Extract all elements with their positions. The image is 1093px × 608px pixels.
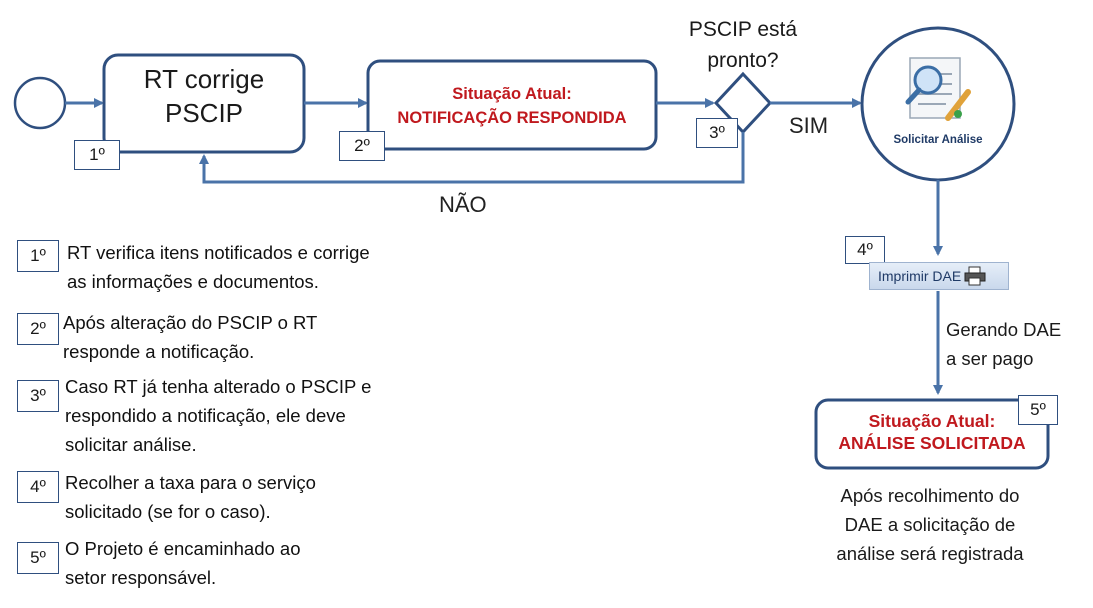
gateway-question: PSCIP está pronto? [683, 14, 803, 76]
dae-note: Gerando DAE a ser pago [946, 315, 1061, 373]
no-label: NÃO [439, 192, 487, 217]
legend-1-line1: RT verifica itens notificados e corrige [67, 242, 370, 263]
gateway-question-line1: PSCIP está [688, 18, 798, 41]
final-note-line3: análise será registrada [836, 543, 1024, 564]
legend-num-3: 3º [17, 380, 59, 412]
status1-box [366, 59, 658, 151]
legend-3-line2: respondido a notificação, ele deve [65, 405, 346, 426]
gateway-question-line2: pronto? [707, 49, 779, 72]
start-event [13, 76, 67, 130]
marker-1: 1º [74, 140, 120, 170]
imprimir-dae-button[interactable]: Imprimir DAE [869, 262, 1009, 290]
legend-3-line1: Caso RT já tenha alterado o PSCIP e [65, 376, 372, 397]
status1-value: NOTIFICAÇÃO RESPONDIDA [397, 109, 627, 127]
legend-2-line2: responde a notificação. [63, 341, 255, 362]
status2-box [814, 398, 1050, 470]
status1-text: Situação Atual: NOTIFICAÇÃO RESPONDIDA [368, 82, 656, 130]
legend-item-3: Caso RT já tenha alterado o PSCIP e resp… [65, 372, 371, 459]
legend-5-line2: setor responsável. [65, 567, 217, 588]
dae-note-line2: a ser pago [946, 348, 1034, 369]
task1-text: RT corrige PSCIP [104, 62, 304, 130]
legend-4-line2: solicitado (se for o caso). [65, 501, 271, 522]
printer-icon [964, 266, 986, 286]
legend-1-line2: as informações e documentos. [67, 271, 319, 292]
document-magnifier-icon [905, 57, 971, 121]
task1-line2: PSCIP [164, 98, 244, 128]
marker-5: 5º [1018, 395, 1058, 425]
final-note-line1: Após recolhimento do [840, 485, 1020, 506]
solicitar-analise-label: Solicitar Análise [893, 134, 983, 146]
task1-line1: RT corrige [143, 64, 265, 94]
marker-3: 3º [696, 118, 738, 148]
status2-text: Situação Atual: ANÁLISE SOLICITADA [816, 410, 1048, 454]
status2-title: Situação Atual: [868, 411, 996, 431]
status2-value: ANÁLISE SOLICITADA [838, 433, 1026, 453]
legend-4-line1: Recolher a taxa para o serviço [65, 472, 316, 493]
legend-5-line1: O Projeto é encaminhado ao [65, 538, 301, 559]
legend-2-line1: Após alteração do PSCIP o RT [63, 312, 318, 333]
marker-4: 4º [845, 236, 885, 264]
dae-note-line1: Gerando DAE [946, 319, 1062, 340]
yes-label: SIM [789, 113, 829, 138]
legend-num-5: 5º [17, 542, 59, 574]
status1-title: Situação Atual: [452, 85, 572, 103]
legend-item-5: O Projeto é encaminhado ao setor respons… [65, 534, 301, 592]
legend-num-2: 2º [17, 313, 59, 345]
legend-num-4: 4º [17, 471, 59, 503]
legend-item-4: Recolher a taxa para o serviço solicitad… [65, 468, 316, 526]
final-note: Após recolhimento do DAE a solicitação d… [800, 481, 1060, 568]
marker-2: 2º [339, 131, 385, 161]
legend-item-2: Após alteração do PSCIP o RT responde a … [63, 308, 317, 366]
legend-3-line3: solicitar análise. [65, 434, 197, 455]
imprimir-dae-label: Imprimir DAE [878, 268, 962, 284]
legend-item-1: RT verifica itens notificados e corrige … [67, 238, 370, 296]
arrow-no-loop [199, 132, 745, 184]
legend-num-1: 1º [17, 240, 59, 272]
final-note-line2: DAE a solicitação de [844, 514, 1016, 535]
